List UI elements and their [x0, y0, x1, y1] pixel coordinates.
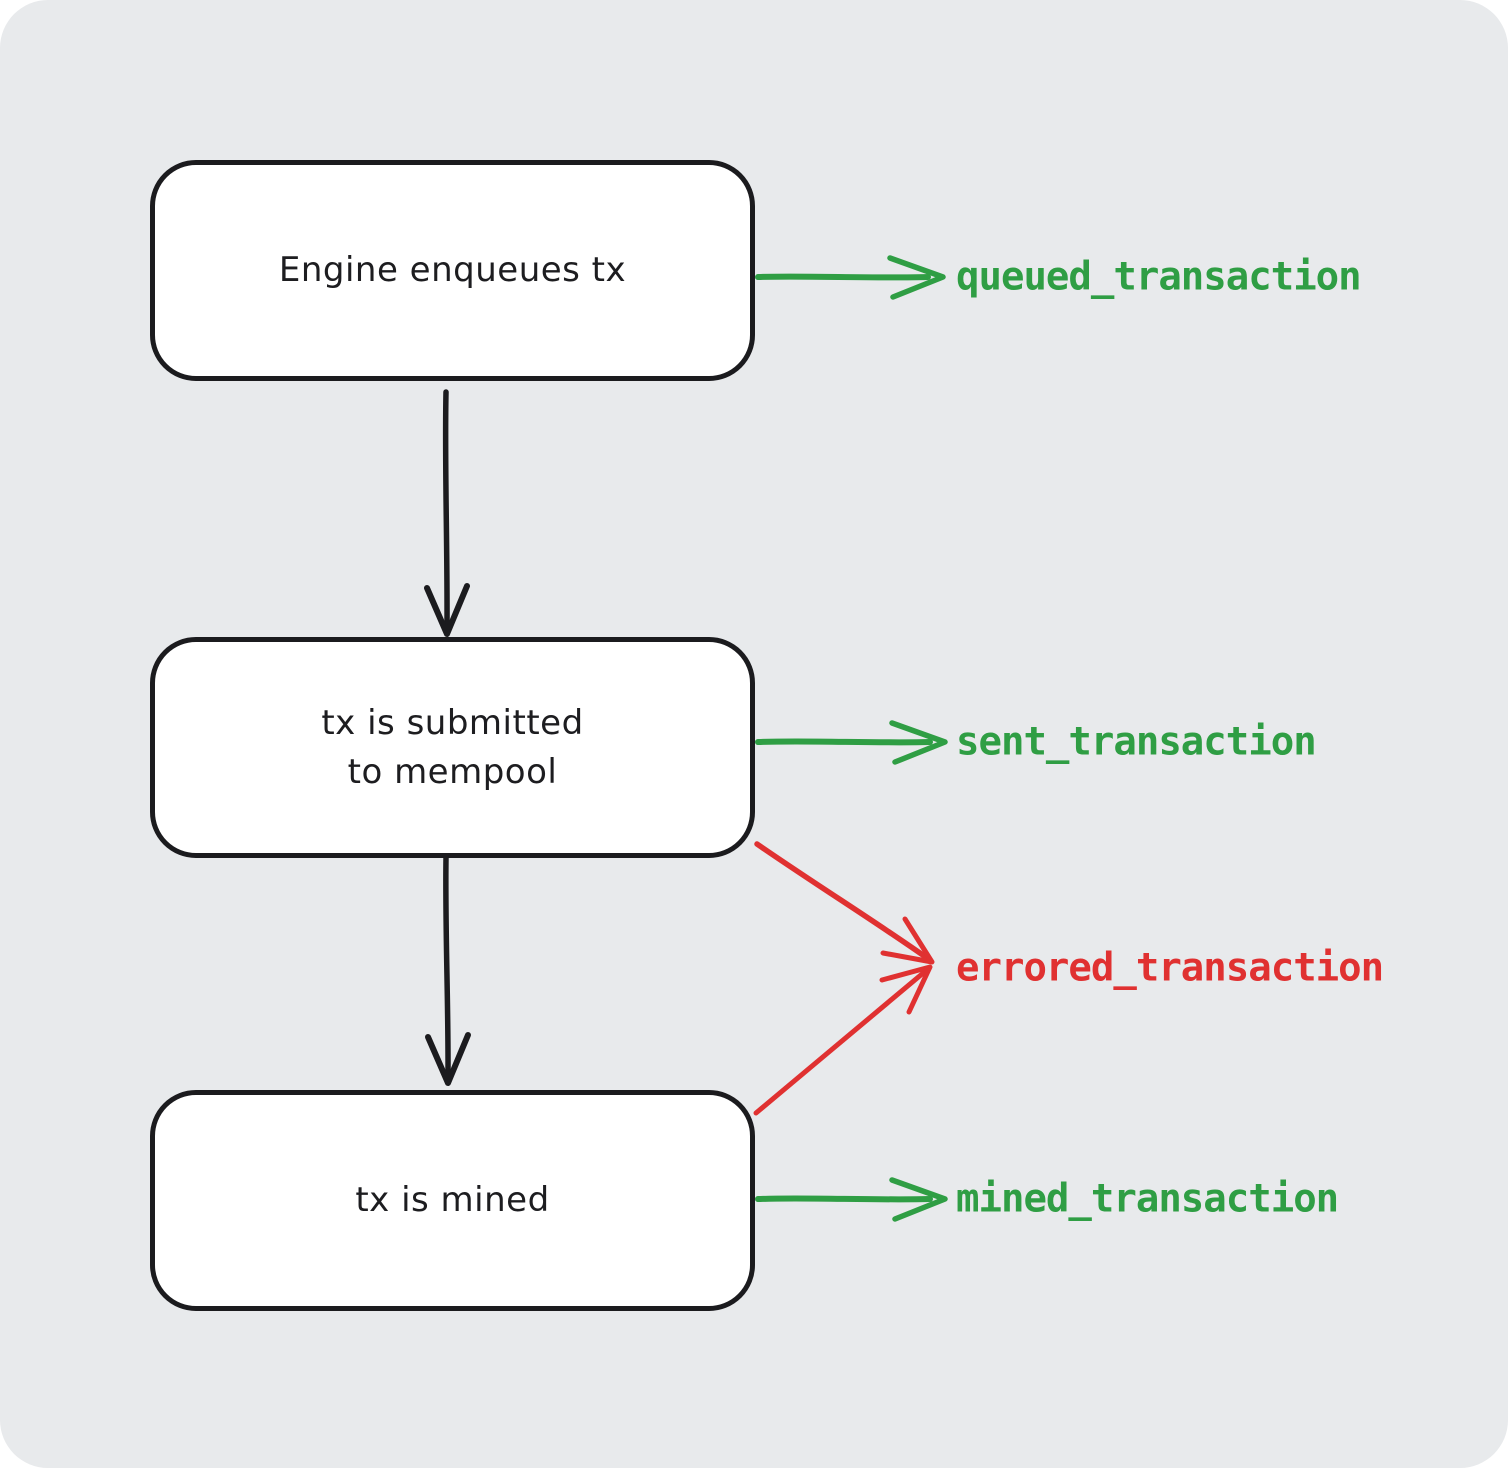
event-label-mined-transaction: mined_transaction: [956, 1176, 1339, 1222]
event-arrow-errored-from-mined: [753, 964, 933, 1116]
event-arrow-queued: [755, 255, 946, 300]
flow-arrow-enqueue-to-submit: [424, 389, 470, 637]
event-arrow-errored-from-submit: [754, 841, 935, 965]
node-tx-is-mined: tx is mined: [150, 1090, 755, 1311]
event-label-queued-transaction: queued_transaction: [956, 254, 1362, 300]
event-arrow-mined: [755, 1177, 948, 1222]
event-label-errored-transaction: errored_transaction: [956, 945, 1384, 991]
node-engine-enqueues-tx: Engine enqueues tx: [150, 160, 755, 381]
event-label-sent-transaction: sent_transaction: [956, 719, 1317, 765]
node-label: tx is submitted to mempool: [321, 703, 584, 792]
flow-arrow-submit-to-mined: [425, 855, 471, 1086]
event-arrow-sent: [755, 720, 948, 765]
node-tx-submitted-to-mempool: tx is submitted to mempool: [150, 637, 755, 858]
node-label: tx is mined: [355, 1180, 550, 1221]
node-label: Engine enqueues tx: [278, 250, 627, 291]
